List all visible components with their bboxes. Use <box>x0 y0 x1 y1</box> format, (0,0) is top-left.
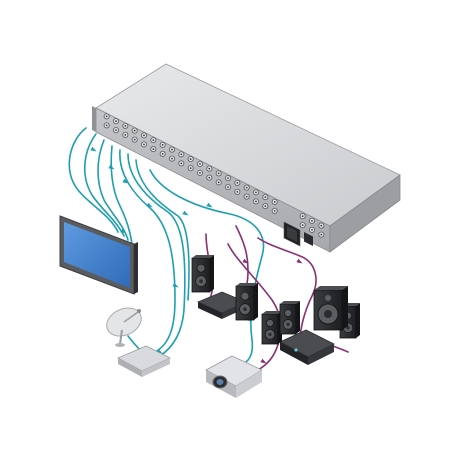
power-switch <box>304 232 313 246</box>
cable-direction-arrows <box>90 146 303 364</box>
cable-display-3 <box>97 139 129 241</box>
speaker-front-right <box>235 283 258 321</box>
switcher-connectors <box>103 113 325 238</box>
projector <box>205 355 263 398</box>
cable-arrow <box>260 358 267 364</box>
cable-arrow <box>108 164 115 170</box>
cables-teal <box>68 127 265 367</box>
cable-display-1 <box>68 127 119 233</box>
cable-receiver-3 <box>135 159 190 301</box>
display-edge <box>134 242 138 294</box>
matrix-switcher <box>92 63 401 253</box>
cable-arrow <box>206 202 213 208</box>
cable-receiver-1 <box>119 149 176 353</box>
satellite-receiver <box>117 345 171 377</box>
cable-display-4 <box>110 145 133 245</box>
cable-audio-3 <box>257 237 317 341</box>
speakers <box>191 255 360 345</box>
speaker-center-left <box>261 311 282 345</box>
cable-arrow <box>120 228 127 234</box>
flat-panel-display <box>59 215 138 295</box>
cable-arrow <box>146 202 153 208</box>
satellite-dish <box>106 307 142 347</box>
subwoofer <box>313 286 348 331</box>
cable-arrow <box>182 210 189 216</box>
speaker-front-left <box>191 255 214 293</box>
switcher-side-face <box>329 174 401 253</box>
switcher-rack-ear <box>92 106 96 132</box>
cable-receiver-2 <box>127 153 186 357</box>
cable-arrow <box>122 178 129 184</box>
power-inlet <box>283 221 301 247</box>
display-screen <box>64 222 130 288</box>
cable-arrow <box>90 146 97 152</box>
cable-projector-1 <box>149 169 265 367</box>
cable-arrow <box>242 258 249 264</box>
cable-arrow <box>296 258 303 264</box>
cable-arrow <box>172 282 179 288</box>
amplifier-right <box>279 329 335 365</box>
speaker-center-right <box>279 301 300 335</box>
cable-display-2 <box>83 133 125 237</box>
